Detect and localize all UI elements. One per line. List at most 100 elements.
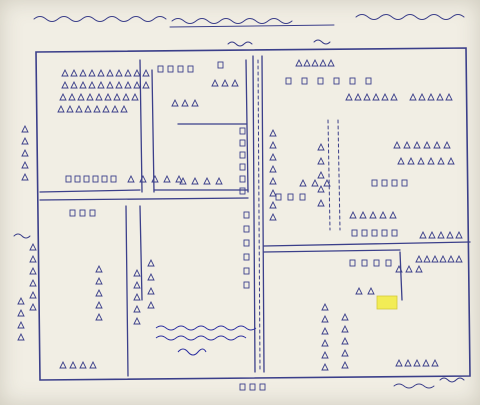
header-notes [33,14,465,47]
square-house-icon [287,193,294,201]
triangle-house-icon [418,92,426,101]
triangle-house-icon [17,320,25,329]
square-house-icon [243,225,250,233]
triangle-house-icon [231,78,239,87]
square-house-icon [167,65,174,73]
square-house-icon [239,139,246,147]
triangle-house-icon [381,92,389,101]
main-vertical-road-left [252,55,256,373]
triangle-house-icon [321,314,329,323]
triangle-house-icon [422,358,430,367]
triangle-house-icon [428,230,436,239]
triangle-house-icon [79,68,87,77]
triangle-house-icon [359,210,367,219]
triangle-house-icon [415,254,423,263]
square-house-icon [243,239,250,247]
triangle-house-icon [84,104,92,113]
triangle-house-icon [127,174,135,183]
triangle-house-icon [295,58,303,67]
triangle-house-icon [29,254,37,263]
square-house-icon [83,175,90,183]
triangle-house-icon [407,156,415,165]
triangle-house-icon [133,316,141,325]
square-house-icon [239,187,246,195]
triangle-house-icon [86,92,94,101]
dotted-paths [257,59,341,371]
header-note-sub [227,39,331,47]
triangle-house-icon [133,80,141,89]
square-house-icon [239,163,246,171]
triangle-house-icon [269,164,277,173]
triangle-house-icon [431,254,439,263]
triangle-house-icon [447,254,455,263]
sticky-note-icon [376,295,398,310]
triangle-house-icon [95,300,103,309]
triangle-house-icon [423,140,431,149]
square-house-icon [65,175,72,183]
triangle-house-icon [405,264,413,273]
square-house-icon [239,175,246,183]
triangle-house-icon [29,278,37,287]
square-house-icon [239,383,246,391]
square-house-icon [187,65,194,73]
south-inner-line [139,205,143,301]
triangle-house-icon [413,140,421,149]
triangle-house-icon [437,230,445,239]
triangle-house-icon [269,212,277,221]
triangle-house-icon [341,360,349,369]
triangle-house-icon [369,210,377,219]
square-house-icon [371,229,378,237]
triangle-house-icon [395,264,403,273]
triangle-house-icon [113,92,121,101]
triangle-house-icon [88,80,96,89]
square-house-icon [391,229,398,237]
triangle-house-icon [70,68,78,77]
triangle-house-icon [215,176,223,185]
triangle-house-icon [21,172,29,181]
triangle-house-icon [61,80,69,89]
triangle-house-icon [341,324,349,333]
triangle-house-icon [147,258,155,267]
triangle-house-icon [131,92,139,101]
cross-road-middle-2 [39,197,249,201]
triangle-house-icon [437,156,445,165]
square-house-icon [239,151,246,159]
square-house-icon [259,383,266,391]
square-house-icon [157,65,164,73]
square-house-icon [365,77,372,85]
square-house-icon [101,175,108,183]
triangle-house-icon [69,360,77,369]
square-house-icon [371,179,378,187]
triangle-house-icon [447,156,455,165]
triangle-house-icon [311,58,319,67]
square-house-icon [391,179,398,187]
triangle-house-icon [142,68,150,77]
square-house-icon [110,175,117,183]
square-house-icon [299,193,306,201]
triangle-house-icon [390,92,398,101]
header-note-left [33,16,167,22]
cross-road-east-2 [263,249,401,253]
triangle-house-icon [341,348,349,357]
triangle-house-icon [133,268,141,277]
triangle-house-icon [142,80,150,89]
triangle-house-icon [455,254,463,263]
triangle-house-icon [427,92,435,101]
square-house-icon [275,193,282,201]
triangle-house-icon [317,142,325,151]
square-house-icon [243,253,250,261]
triangle-house-icon [417,156,425,165]
west-vertical-line [139,59,143,193]
triangle-house-icon [436,92,444,101]
square-house-icon [89,209,96,217]
triangle-house-icon [29,242,37,251]
triangle-house-icon [95,92,103,101]
triangle-house-icon [203,176,211,185]
triangle-house-icon [124,68,132,77]
margin-note-west [13,233,31,239]
triangle-house-icon [341,336,349,345]
triangle-house-icon [147,272,155,281]
triangle-house-icon [179,176,187,185]
triangle-house-icon [171,98,179,107]
triangle-house-icon [66,104,74,113]
